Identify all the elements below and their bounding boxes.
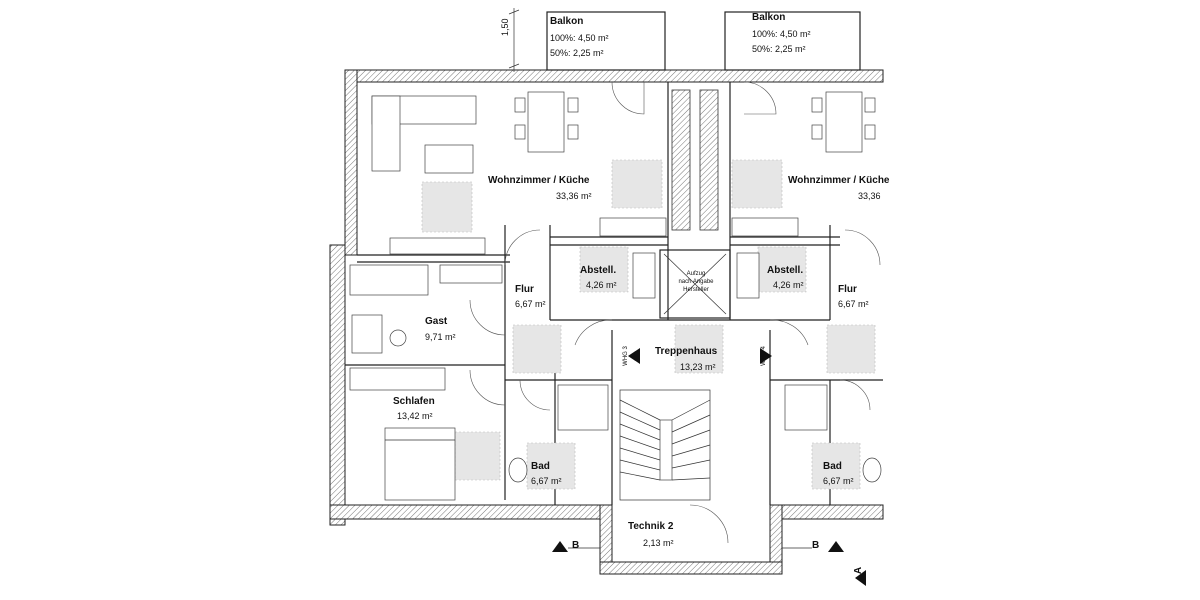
room-abstell-left-area: 4,26 m²: [586, 280, 617, 290]
room-treppenhaus-name: Treppenhaus: [655, 346, 718, 357]
room-technik-name: Technik 2: [628, 521, 674, 532]
room-bad-right-name: Bad: [823, 461, 842, 472]
balcony-left-title: Balkon: [550, 16, 584, 27]
room-wohnen-left-area: 33,36 m²: [556, 191, 592, 201]
room-schlafen-area: 13,42 m²: [397, 411, 433, 421]
unit-tag-right: WHG 4: [760, 346, 767, 366]
balcony-left: [546, 11, 666, 71]
furniture: [349, 91, 882, 501]
room-wohnen-right-area: 33,36: [858, 191, 881, 201]
elevator-label-line1: Aufzug: [686, 271, 706, 277]
section-mark-left: B: [572, 540, 580, 551]
shafts: [671, 89, 719, 231]
balcony-right: [724, 11, 861, 71]
room-bad-right-area: 6,67 m²: [823, 476, 854, 486]
balcony-left-full-area: 100%: 4,50 m²: [550, 33, 609, 43]
balcony-left-half-area: 50%: 2,25 m²: [550, 48, 604, 58]
room-abstell-right-area: 4,26 m²: [773, 280, 804, 290]
dimension-line: [508, 8, 520, 72]
elevator-label-line2: nach Angabe: [678, 279, 714, 285]
doors: [469, 81, 881, 544]
room-abstell-right-name: Abstell.: [767, 265, 804, 276]
room-wohnen-right-name: Wohnzimmer / Küche: [788, 175, 890, 186]
room-treppenhaus-area: 13,23 m²: [680, 362, 716, 372]
room-flur-right-name: Flur: [838, 284, 857, 295]
outer-walls: [329, 69, 884, 575]
section-mark-vertical: A: [853, 566, 865, 575]
elevator-label: Aufzug nach Angabe Hersteller: [670, 270, 722, 294]
room-flur-left-name: Flur: [515, 284, 534, 295]
unit-tag-left: WHG 3: [622, 346, 629, 366]
room-flur-left-area: 6,67 m²: [515, 299, 546, 309]
room-flur-right-area: 6,67 m²: [838, 299, 869, 309]
room-wohnen-left-name: Wohnzimmer / Küche: [488, 175, 590, 186]
elevator: [659, 249, 731, 319]
balcony-right-half-area: 50%: 2,25 m²: [752, 44, 806, 54]
section-mark-right: B: [812, 540, 820, 551]
staircase: [619, 389, 711, 501]
dimension-label: 1,50: [500, 18, 510, 36]
room-bad-left-name: Bad: [531, 461, 550, 472]
elevator-label-line3: Hersteller: [683, 287, 709, 293]
room-schlafen-name: Schlafen: [393, 396, 435, 407]
room-technik-area: 2,13 m²: [643, 538, 674, 548]
balcony-right-title: Balkon: [752, 12, 786, 23]
balcony-right-full-area: 100%: 4,50 m²: [752, 29, 811, 39]
section-marks: [552, 541, 866, 586]
room-gast-name: Gast: [425, 316, 448, 327]
floor-markers: [421, 159, 876, 490]
room-abstell-left-name: Abstell.: [580, 265, 617, 276]
unit-markers: [628, 348, 772, 364]
room-gast-area: 9,71 m²: [425, 332, 456, 342]
room-bad-left-area: 6,67 m²: [531, 476, 562, 486]
